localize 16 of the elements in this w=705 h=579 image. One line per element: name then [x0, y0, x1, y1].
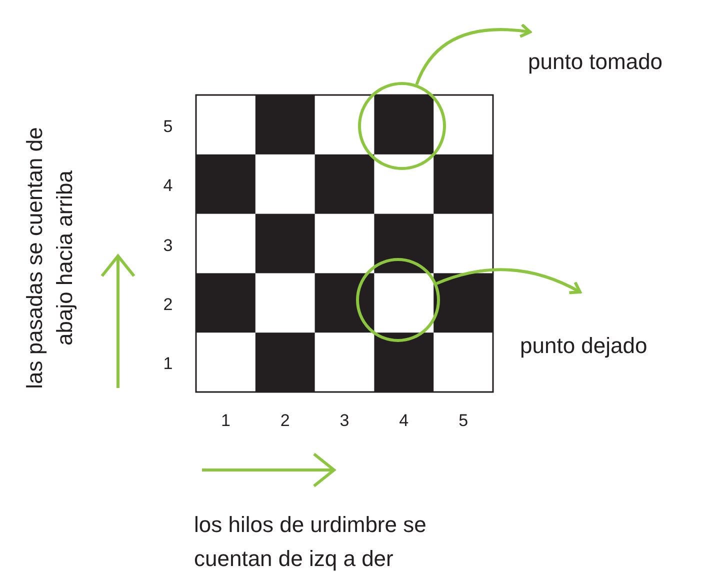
axis-note: las pasadas se cuentan de abajo hacia arriba — [21, 126, 78, 391]
curved-arrow — [415, 23, 532, 86]
annotation-text: punto tomado — [528, 48, 664, 76]
row-number: 2 — [162, 294, 174, 316]
column-number: 5 — [458, 410, 470, 432]
column-number: 3 — [338, 410, 350, 432]
column-number: 4 — [398, 410, 410, 432]
row-number: 3 — [162, 234, 174, 256]
axis-note: los hilos de urdimbre se cuentan de izq a der — [194, 511, 428, 573]
column-number: 1 — [220, 410, 232, 432]
row-number: 1 — [162, 353, 174, 376]
row-number: 5 — [162, 116, 174, 138]
curved-arrow — [436, 268, 582, 295]
row-number: 4 — [162, 175, 174, 198]
column-number: 2 — [279, 410, 291, 432]
annotation-text: punto dejado — [520, 332, 648, 360]
